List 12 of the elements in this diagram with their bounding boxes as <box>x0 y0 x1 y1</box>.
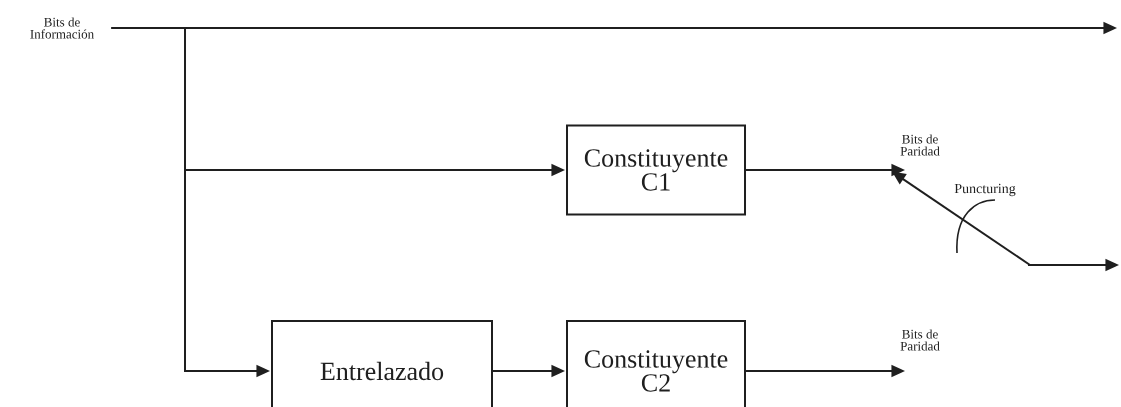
process-box: Constituyente C1 <box>566 124 746 216</box>
signal-label: Bits de Paridad <box>900 329 940 351</box>
arrow <box>745 364 905 378</box>
signal-label: Bits de Información <box>30 17 94 39</box>
arrow <box>492 364 565 378</box>
switch-label: Puncturing <box>954 183 1016 197</box>
signal-label: Bits de Paridad <box>900 134 940 156</box>
process-box: Constituyente C2 <box>566 320 746 407</box>
process-box: Entrelazado <box>271 320 493 407</box>
arrow <box>110 27 270 378</box>
arrow <box>745 163 905 177</box>
switch-arrow <box>892 171 1031 266</box>
